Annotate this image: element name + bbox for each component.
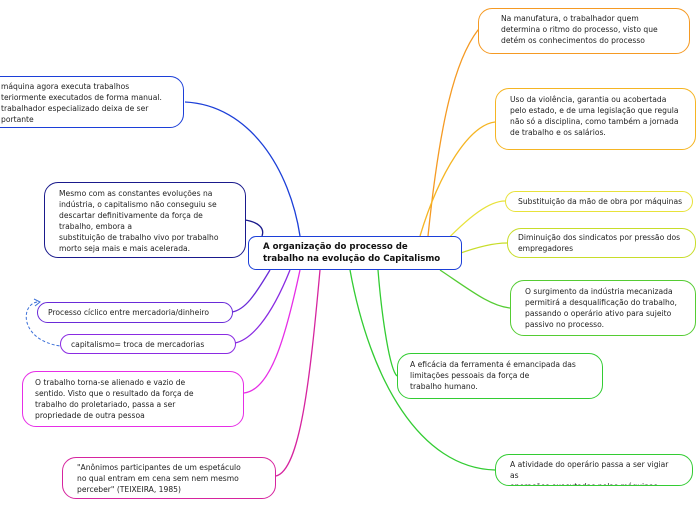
link-espetaculo bbox=[275, 269, 321, 477]
node-maquina[interactable]: máquina agora executa trabalhos teriorme… bbox=[0, 76, 184, 128]
node-espetaculo[interactable]: "Anônimos participantes de um espetáculo… bbox=[62, 457, 276, 499]
node-troca[interactable]: capitalismo= troca de mercadorias bbox=[60, 334, 236, 354]
node-substituicao[interactable]: Substituição da mão de obra por máquinas bbox=[505, 191, 693, 212]
link-maquina bbox=[184, 101, 301, 237]
link-alienado bbox=[243, 269, 301, 394]
link-ferramenta bbox=[377, 269, 398, 377]
link-violencia bbox=[419, 121, 690, 237]
dashed-relation bbox=[25, 301, 61, 347]
node-sindicatos[interactable]: Diminuição dos sindicatos por pressão do… bbox=[507, 228, 696, 258]
dashed-arrow bbox=[33, 298, 41, 307]
central-topic[interactable]: A organização do processo de trabalho na… bbox=[248, 236, 462, 270]
link-vigiar bbox=[349, 269, 690, 471]
node-alienado[interactable]: O trabalho torna-se alienado e vazio de … bbox=[22, 371, 244, 427]
link-industria bbox=[439, 269, 690, 309]
link-troca bbox=[234, 269, 291, 344]
link-evolucoes bbox=[244, 219, 264, 237]
link-ciclico bbox=[231, 269, 271, 313]
node-vigiar[interactable]: A atividade do operário passa a ser vigi… bbox=[495, 454, 693, 486]
node-ferramenta[interactable]: A eficácia da ferramenta é emancipada da… bbox=[397, 353, 603, 399]
link-manufatura bbox=[427, 29, 690, 237]
node-ciclico[interactable]: Processo cíclico entre mercadoria/dinhei… bbox=[37, 302, 233, 323]
node-industria[interactable]: O surgimento da indústria mecanizada per… bbox=[510, 280, 696, 336]
link-sindicatos bbox=[457, 242, 690, 255]
node-manufatura[interactable]: Na manufatura, o trabalhador quem determ… bbox=[478, 8, 690, 54]
node-evolucoes[interactable]: Mesmo com as constantes evoluções na ind… bbox=[44, 182, 246, 258]
node-violencia[interactable]: Uso da violência, garantia ou acobertada… bbox=[495, 88, 696, 150]
